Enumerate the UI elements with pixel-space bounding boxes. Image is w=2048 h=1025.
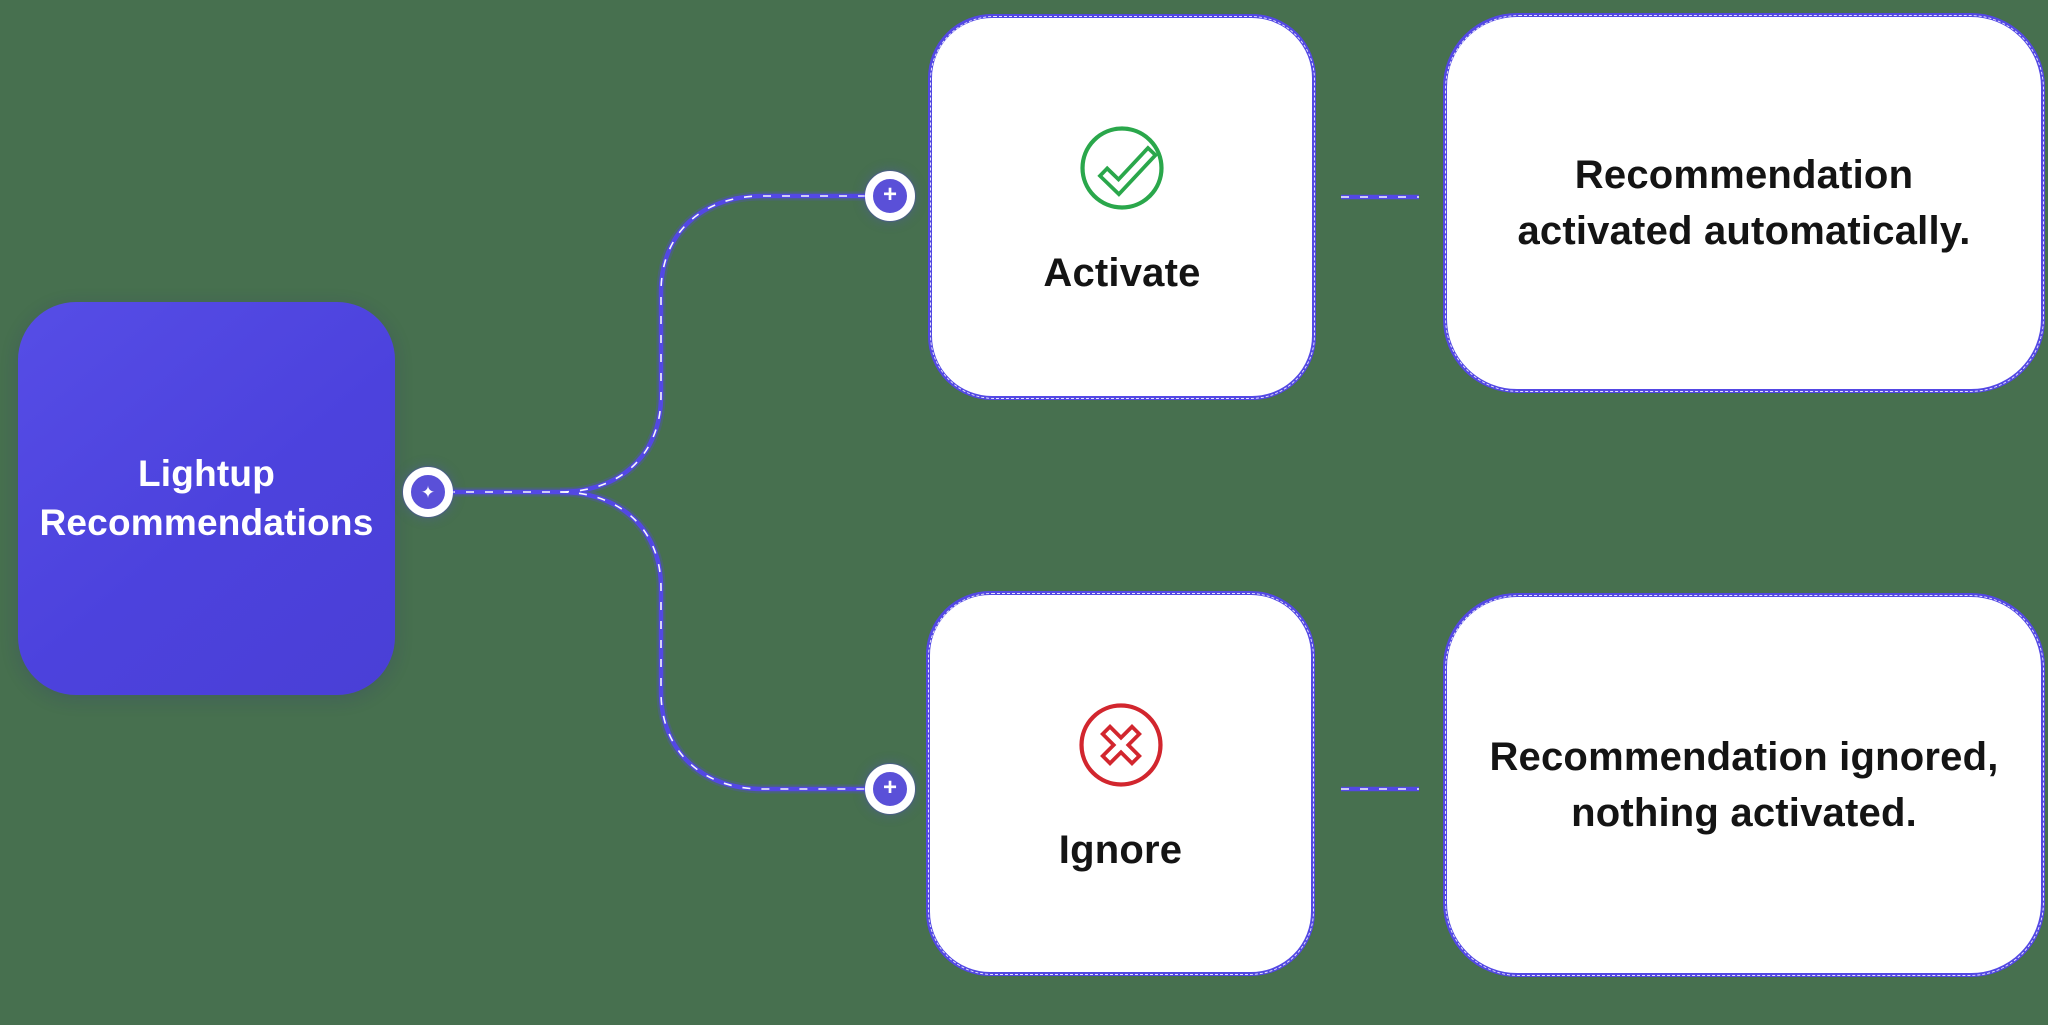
connector-branch-bottom <box>559 489 890 792</box>
expand-node-root[interactable]: ✦ <box>403 467 453 517</box>
ignore-result-line-1: Recommendation ignored, <box>1489 735 1999 779</box>
connector-branch-bottom-halo <box>559 487 890 794</box>
plus-icon: + <box>882 773 897 801</box>
root-node-title: Lightup Recommendations <box>39 450 373 546</box>
cross-circle-icon <box>1074 698 1168 792</box>
ignore-node[interactable]: Ignore <box>926 591 1315 976</box>
expand-node-ignore[interactable]: + <box>865 764 915 814</box>
activate-result-node: Recommendation activated automatically. <box>1443 13 2045 393</box>
activate-result-line-2: activated automatically. <box>1517 209 1971 253</box>
activate-result-text: Recommendation activated automatically. <box>1517 147 1970 259</box>
expand-node-activate[interactable]: + <box>865 171 915 221</box>
activate-result-line-1: Recommendation <box>1574 153 1914 197</box>
connector-branch-top-dash <box>428 195 890 493</box>
connector-branch-top <box>428 193 890 495</box>
ignore-result-text: Recommendation ignored, nothing activate… <box>1489 729 1998 841</box>
check-circle-icon <box>1075 121 1169 215</box>
root-node-lightup-recommendations[interactable]: Lightup Recommendations <box>18 302 395 695</box>
ignore-result-line-2: nothing activated. <box>1571 791 1917 835</box>
root-title-line-2: Recommendations <box>39 501 374 543</box>
activate-label: Activate <box>1043 251 1201 295</box>
connector-branch-top-halo <box>428 191 890 497</box>
ignore-result-node: Recommendation ignored, nothing activate… <box>1443 593 2045 977</box>
ignore-label: Ignore <box>1058 827 1183 872</box>
sparkle-icon: ✦ <box>420 482 436 502</box>
connector-branch-bottom-dash <box>559 491 890 790</box>
activate-node[interactable]: Activate <box>928 14 1316 400</box>
plus-icon: + <box>882 180 897 208</box>
root-title-line-1: Lightup <box>137 453 275 495</box>
